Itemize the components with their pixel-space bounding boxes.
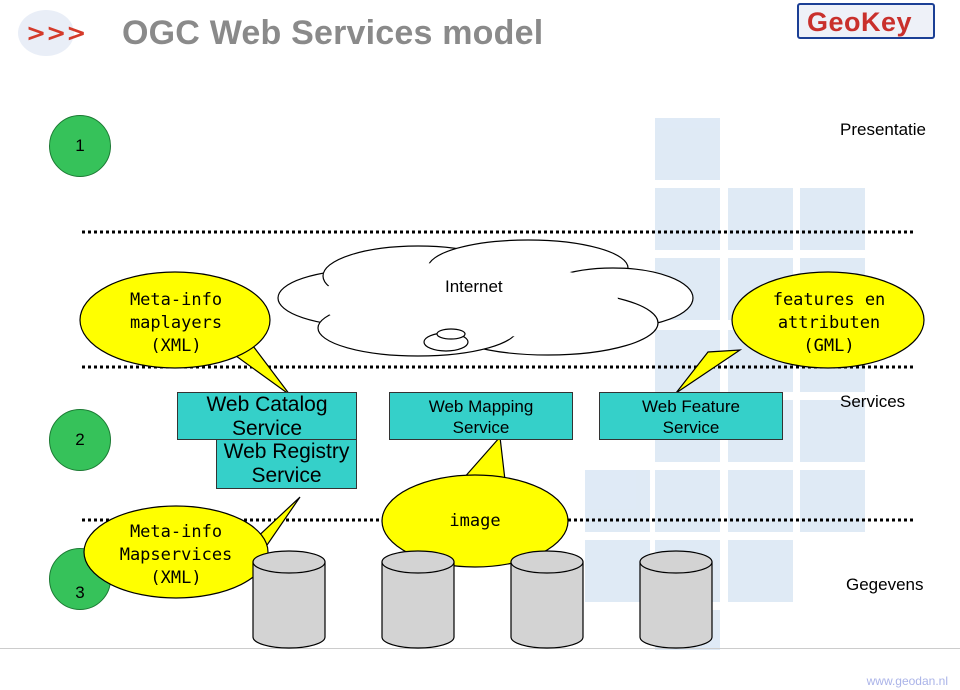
layer-2-number: 2: [75, 430, 85, 449]
service-line: Service: [662, 418, 720, 437]
presentation-label: Presentatie: [840, 120, 926, 139]
callout-line: (GML): [803, 336, 855, 356]
internet-label: Internet: [445, 277, 503, 296]
callout-line: maplayers: [129, 313, 223, 333]
callout-line: (XML): [150, 336, 202, 356]
web-registry-service: Web Registry Service: [216, 439, 357, 489]
database-icon: [252, 550, 326, 649]
service-line: Web Registry: [223, 440, 350, 463]
database-icon: [510, 550, 584, 649]
service-line: Service: [251, 464, 322, 487]
layer-1-circle: 1: [49, 115, 111, 177]
brand-text: GeoKey: [807, 7, 913, 37]
layer-3-number: 3: [75, 583, 85, 602]
service-line: Service: [452, 418, 510, 437]
internet-cloud: [277, 239, 694, 357]
callout-meta-maplayers: Meta-info maplayers (XML): [95, 289, 257, 358]
web-catalog-service: Web Catalog Service: [177, 392, 357, 440]
footer-url[interactable]: www.geodan.nl: [866, 674, 948, 688]
callout-line: (XML): [150, 568, 202, 588]
service-line: Web Feature: [642, 397, 740, 416]
geokey-logo: GeoKey: [797, 3, 935, 39]
database-icon: [381, 550, 455, 649]
callout-image: image: [449, 511, 501, 531]
page-title: OGC Web Services model: [122, 14, 544, 52]
database-cylinders: [252, 550, 713, 649]
callout-line: Meta-info: [129, 522, 223, 542]
callout-line: Mapservices: [119, 545, 233, 565]
services-label: Services: [840, 392, 906, 411]
web-mapping-service: Web Mapping Service: [389, 392, 573, 440]
service-line: Service: [231, 417, 303, 440]
service-line: Web Mapping: [428, 397, 534, 416]
callout-meta-mapservices: Meta-info Mapservices (XML): [95, 521, 257, 590]
callout-line: attributen: [777, 313, 881, 333]
database-icon: [639, 550, 713, 649]
arrows-logo-icon: >>>: [18, 10, 86, 56]
callout-features: features en attributen (GML): [748, 289, 910, 358]
callout-line: Meta-info: [129, 290, 223, 310]
web-feature-service: Web Feature Service: [599, 392, 783, 440]
service-line: Web Catalog: [206, 393, 328, 416]
data-label: Gegevens: [846, 575, 924, 594]
layer-2-circle: 2: [49, 409, 111, 471]
layer-1-number: 1: [75, 136, 85, 155]
callout-line: features en: [772, 290, 886, 310]
